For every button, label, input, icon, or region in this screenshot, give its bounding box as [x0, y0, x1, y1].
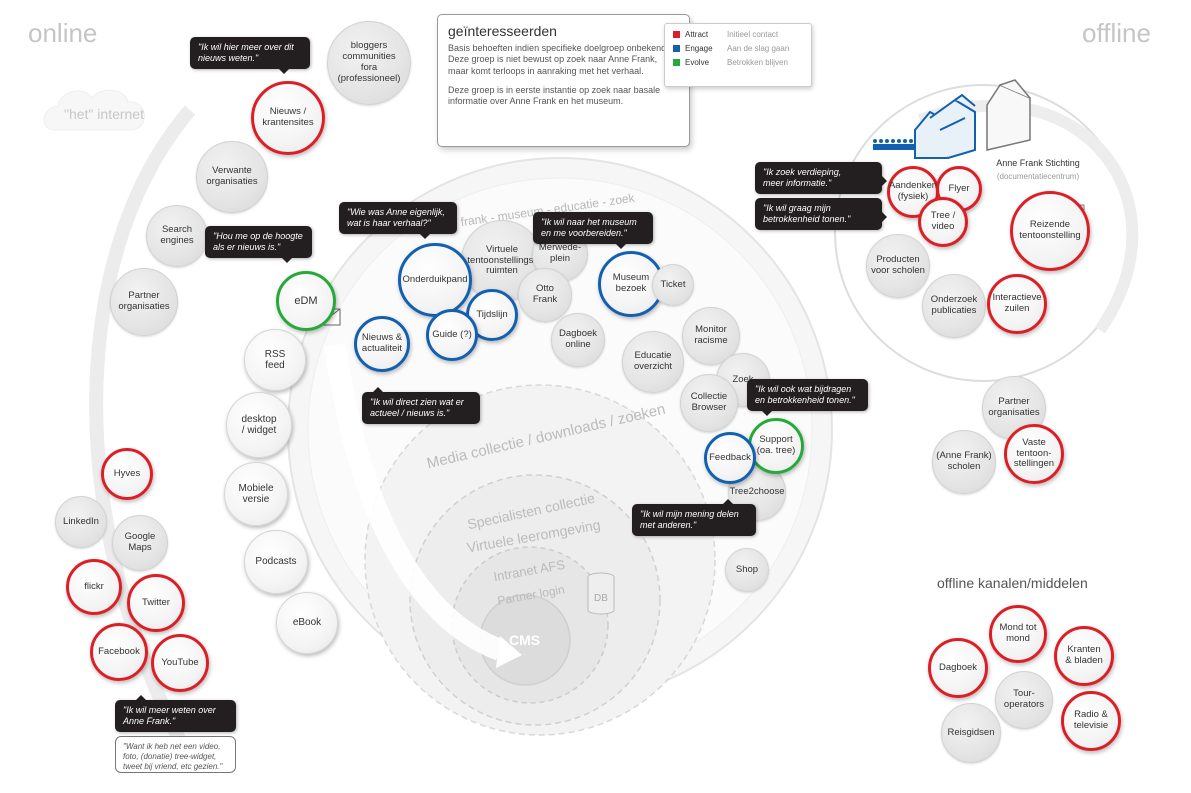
node-desktop-widget[interactable]: desktop / widget	[226, 392, 292, 458]
node-facebook[interactable]: Facebook	[90, 623, 148, 681]
quote-bubble-nieuws: "Ik wil hier meer over dit nieuws weten.…	[190, 37, 310, 74]
cloud-icon	[43, 89, 145, 131]
afs-title: Anne Frank Stichting	[996, 158, 1080, 168]
node-tour-operators[interactable]: Tour- operators	[995, 671, 1053, 729]
offline-label: offline	[1082, 18, 1151, 48]
quote-bubble-betrokkenheid: "Ik wil graag mijn betrokkenheid tonen."	[755, 198, 887, 230]
legend-row: Attract Initieel contact	[673, 30, 803, 39]
node-shop[interactable]: Shop	[725, 548, 769, 592]
legend-swatch-green	[673, 59, 680, 66]
node-youtube[interactable]: YouTube	[151, 634, 209, 692]
quote-bubble-museum: "Ik wil naar het museum en me voorbereid…	[533, 212, 653, 249]
legend-row: Engage Aan de slag gaan	[673, 44, 803, 53]
legend-name: Evolve	[685, 58, 710, 67]
internet-label: "het" internet	[64, 106, 144, 122]
node-search-engines[interactable]: Search engines	[146, 205, 208, 267]
node-reizende-tentoonstelling[interactable]: Reizende tentoonstelling	[1010, 191, 1090, 271]
node-scholen[interactable]: (Anne Frank) scholen	[932, 430, 996, 494]
node-otto-frank[interactable]: Otto Frank	[518, 268, 572, 322]
legend-name: Attract	[685, 30, 709, 39]
node-tree-video[interactable]: Tree / video	[918, 197, 968, 247]
node-linkedin[interactable]: LinkedIn	[55, 496, 107, 548]
node-vaste-tentoonstellingen[interactable]: Vaste tentoon- stellingen	[1004, 424, 1064, 484]
node-kranten-bladen[interactable]: Kranten & bladen	[1054, 626, 1114, 686]
node-bloggers[interactable]: bloggers communities fora (professioneel…	[327, 21, 411, 105]
node-nieuws-actualiteit[interactable]: Nieuws & actualiteit	[354, 316, 410, 372]
node-radio-televisie[interactable]: Radio & televisie	[1061, 691, 1121, 751]
node-dagboek-online[interactable]: Dagboek online	[551, 313, 605, 367]
info-p2: Deze groep is in eerste instantie op zoe…	[448, 84, 661, 106]
legend-swatch-red	[673, 31, 680, 38]
node-interactieve-zuilen[interactable]: Interactieve zuilen	[987, 274, 1047, 334]
node-verwante-organisaties[interactable]: Verwante organisaties	[196, 141, 268, 213]
node-podcasts[interactable]: Podcasts	[244, 530, 308, 594]
offline-channels-title: offline kanalen/middelen	[937, 575, 1088, 591]
node-onderduikpand[interactable]: Onderduikpand	[398, 243, 472, 317]
flow-arrow	[324, 343, 505, 661]
node-support[interactable]: Support (oa. tree)	[748, 418, 804, 474]
quote-bubble-actueel: "Ik wil direct zien wat er actueel / nie…	[362, 387, 480, 424]
node-producten-voor-scholen[interactable]: Producten voor scholen	[866, 234, 930, 298]
legend-swatch-blue	[673, 45, 680, 52]
node-nieuws-krantensites[interactable]: Nieuws / krantensites	[251, 81, 325, 155]
node-hyves[interactable]: Hyves	[101, 448, 153, 500]
people-icon	[873, 139, 914, 150]
node-dagboek[interactable]: Dagboek	[928, 638, 988, 698]
node-feedback[interactable]: Feedback	[704, 432, 756, 484]
info-title: geïnteresseerden	[448, 23, 557, 39]
quote-bubble-meer-weten: "Ik wil meer weten over Anne Frank."	[115, 695, 236, 732]
legend-desc: Initieel contact	[727, 30, 779, 39]
node-mond-tot-mond[interactable]: Mond tot mond	[989, 605, 1047, 663]
db-label: DB	[594, 593, 608, 604]
online-label: online	[28, 18, 98, 48]
quote-bubble-hoogte: "Hou me op de hoogte als er nieuws is."	[205, 226, 312, 263]
node-reisgidsen[interactable]: Reisgidsen	[941, 703, 1001, 763]
quote-bubble-bijdragen: "Ik wil ook wat bijdragen en betrokkenhe…	[747, 379, 868, 416]
db-icon	[587, 572, 615, 615]
node-google-maps[interactable]: Google Maps	[112, 515, 168, 571]
node-ebook[interactable]: eBook	[276, 592, 338, 654]
legend-desc: Aan de slag gaan	[727, 44, 790, 53]
node-partner-organisaties[interactable]: Partner organisaties	[110, 268, 178, 336]
legend-desc: Betrokken blijven	[727, 58, 788, 67]
node-educatie-overzicht[interactable]: Educatie overzicht	[622, 331, 684, 393]
afs-subtitle: (documentatiecentrum)	[996, 172, 1080, 181]
node-twitter[interactable]: Twitter	[127, 574, 185, 632]
legend: Attract Initieel contact Engage Aan de s…	[664, 23, 812, 87]
legend-name: Engage	[685, 44, 713, 53]
house-icon-gray	[986, 79, 1031, 151]
cms-label: CMS	[509, 632, 541, 648]
quote-bubble-verdieping: "Ik zoek verdieping, meer informatie."	[755, 162, 887, 194]
quote-bubble-anne: "Wie was Anne eigenlijk, wat is haar ver…	[339, 202, 457, 239]
node-onderzoek-publicaties[interactable]: Onderzoek publicaties	[922, 274, 986, 338]
offline-arc	[917, 99, 1139, 334]
info-p1: Basis behoeften indien specifieke doelgr…	[448, 43, 678, 76]
quote-bubble-mening: "Ik wil mijn mening delen met anderen."	[632, 499, 756, 536]
node-edm[interactable]: eDM	[276, 271, 336, 331]
node-guide[interactable]: Guide (?)	[426, 309, 478, 361]
node-collectie-browser[interactable]: Collectie Browser	[680, 374, 738, 432]
info-panel: geïnteresseerden Basis behoeften indien …	[437, 14, 690, 147]
node-mobiele-versie[interactable]: Mobiele versie	[224, 462, 288, 526]
legend-row: Evolve Betrokken blijven	[673, 58, 803, 67]
node-flickr[interactable]: flickr	[66, 559, 122, 615]
note-context: "Want ik heb net een video, foto, (donat…	[115, 736, 236, 773]
node-ticket[interactable]: Ticket	[652, 264, 694, 306]
house-icon-blue	[914, 93, 976, 159]
node-rss-feed[interactable]: RSS feed	[244, 329, 306, 391]
